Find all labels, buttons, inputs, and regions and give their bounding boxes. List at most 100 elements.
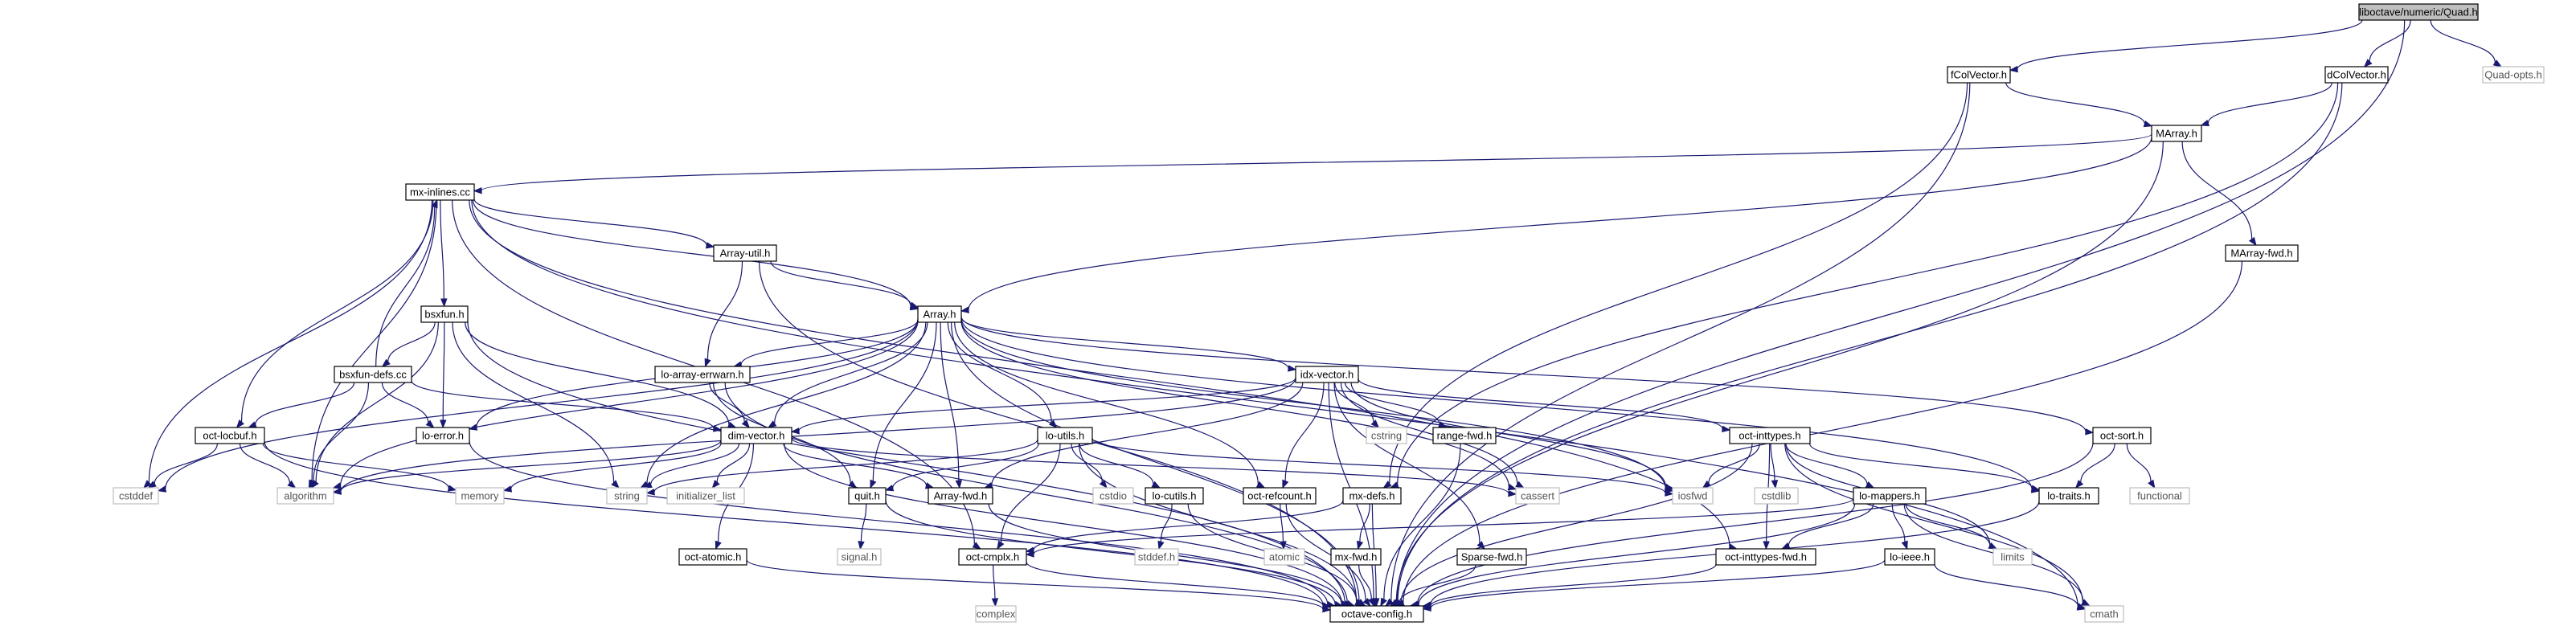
edge-loutils-to-locutils (1079, 443, 1161, 489)
node-rangefwd[interactable]: range-fwd.h (1432, 427, 1497, 444)
node-arrayfwd[interactable]: Array-fwd.h (928, 487, 993, 505)
node-loieee[interactable]: lo-ieee.h (1884, 548, 1935, 566)
node-octconfig[interactable]: octave-config.h (1329, 605, 1424, 623)
node-mxdefs[interactable]: mx-defs.h (1342, 487, 1402, 505)
node-cstdio: cstdio (1092, 487, 1134, 505)
edge-octlocbuf-to-cstddef (147, 443, 218, 489)
edge-arrayutil-to-errwarn (704, 260, 743, 368)
node-lomappers[interactable]: lo-mappers.h (1853, 487, 1927, 505)
edge-dimvec-to-octconfig (784, 443, 1350, 608)
edge-dimvec-to-arrayfwd (783, 443, 935, 489)
node-sparsefwd[interactable]: Sparse-fwd.h (1456, 548, 1527, 566)
edge-octrefcount-to-octconfig (1285, 503, 1371, 608)
node-locutils[interactable]: lo-cutils.h (1145, 487, 1204, 505)
edge-array-to-cstddef (157, 319, 919, 493)
edge-marray-to-mxinl (473, 133, 2152, 194)
node-label-marray: MArray.h (2156, 128, 2197, 140)
node-functional: functional (2129, 487, 2190, 505)
edge-octlocbuf-to-algorithm (239, 443, 297, 489)
node-marrayfwd[interactable]: MArray-fwd.h (2225, 244, 2299, 262)
edge-array-to-algorithm (332, 320, 919, 489)
edge-idxvec-to-octrefcount (1282, 382, 1325, 489)
node-quad[interactable]: liboctave/numeric/Quad.h (2358, 3, 2479, 21)
node-cstddef: cstddef (113, 487, 159, 505)
node-label-cstdlib: cstdlib (1762, 490, 1792, 502)
node-fcol[interactable]: fColVector.h (1947, 66, 2011, 84)
node-iosfwd: iosfwd (1672, 487, 1714, 505)
node-loutils[interactable]: lo-utils.h (1037, 427, 1093, 444)
node-octinttypesfwd[interactable]: oct-inttypes-fwd.h (1715, 548, 1816, 566)
edge-idxvec-to-algorithm (332, 378, 1296, 495)
edge-quad-to-dcol (2363, 19, 2411, 68)
edge-lomappers-to-octinttypesfwd (1781, 503, 1874, 550)
node-octlocbuf[interactable]: oct-locbuf.h (195, 427, 265, 444)
node-octatomic[interactable]: oct-atomic.h (678, 548, 747, 566)
node-label-octinttypesfwd: oct-inttypes-fwd.h (1725, 551, 1807, 563)
node-label-signal: signal.h (842, 551, 878, 563)
edge-rangefwd-to-octconfig (1380, 443, 1461, 608)
node-label-octlocbuf: oct-locbuf.h (203, 430, 256, 442)
node-label-quit: quit.h (854, 490, 880, 502)
edge-octcmplx-to-octconfig (1026, 561, 1332, 610)
edge-dimvec-to-algorithm (332, 440, 722, 495)
node-memory: memory (455, 487, 505, 505)
node-label-octsort: oct-sort.h (2100, 430, 2144, 442)
node-label-quadopts: Quad-opts.h (2484, 69, 2542, 81)
edge-bsxdefs-to-algorithm (309, 382, 370, 489)
edge-array-to-octrefcount (954, 321, 1266, 489)
node-label-mxinl: mx-inlines.cc (410, 186, 471, 198)
edge-lomappers-to-octcmplx (1025, 497, 1854, 558)
node-bsxfun[interactable]: bsxfun.h (420, 305, 469, 323)
edge-dcol-to-octconfig (1390, 82, 2343, 607)
node-label-algorithm: algorithm (284, 490, 326, 502)
edge-array-to-quit (870, 321, 937, 489)
edge-octsort-to-functional (2126, 443, 2156, 489)
node-label-bsxfun: bsxfun.h (424, 309, 464, 321)
node-algorithm: algorithm (276, 487, 334, 505)
node-complex: complex (975, 605, 1017, 623)
node-lotraits[interactable]: lo-traits.h (2038, 487, 2099, 505)
node-octsort[interactable]: oct-sort.h (2092, 427, 2152, 444)
node-mxinl[interactable]: mx-inlines.cc (405, 183, 475, 201)
node-marray[interactable]: MArray.h (2151, 125, 2202, 142)
node-errwarn[interactable]: lo-array-errwarn.h (654, 366, 751, 383)
node-label-rangefwd: range-fwd.h (1437, 430, 1493, 442)
node-arrayutil[interactable]: Array-util.h (713, 244, 777, 262)
edge-octinttypesfwd-to-octconfig (1422, 563, 1717, 610)
edge-octinttypes-to-lotraits (1809, 443, 2041, 492)
node-bsxdefs[interactable]: bsxfun-defs.cc (334, 366, 412, 383)
edge-idxvec-to-cstring (1334, 382, 1380, 428)
node-label-errwarn: lo-array-errwarn.h (661, 369, 743, 381)
node-mxfwd[interactable]: mx-fwd.h (1330, 548, 1382, 566)
node-limits: limits (1992, 548, 2033, 566)
edge-fcol-to-marray (2005, 82, 2153, 128)
edge-fcol-to-mxdefs (1382, 82, 1968, 489)
edge-bsxdefs-to-octlocbuf (248, 382, 355, 428)
node-cmath: cmath (2084, 605, 2124, 623)
node-label-locutils: lo-cutils.h (1153, 490, 1197, 502)
node-dimvec[interactable]: dim-vector.h (720, 427, 792, 444)
edge-loieee-to-cmath (1934, 563, 2087, 610)
node-array[interactable]: Array.h (917, 305, 962, 323)
node-label-octrefcount: oct-refcount.h (1247, 490, 1312, 502)
edge-idxvec-to-arrayfwd (983, 382, 1304, 489)
node-octinttypes[interactable]: oct-inttypes.h (1729, 427, 1811, 444)
node-label-loutils: lo-utils.h (1046, 430, 1084, 442)
node-dcol[interactable]: dColVector.h (2324, 66, 2389, 84)
edge-dimvec-to-initlist (711, 443, 751, 489)
edge-loutils-to-string (645, 439, 1038, 496)
node-label-complex: complex (977, 608, 1016, 620)
node-idxvec[interactable]: idx-vector.h (1295, 366, 1359, 383)
edge-array-to-idxvec (960, 317, 1297, 372)
edge-loutils-to-iosfwd (1091, 438, 1674, 497)
node-octrefcount[interactable]: oct-refcount.h (1243, 487, 1317, 505)
edge-loutils-to-octcmplx (997, 443, 1061, 550)
node-quit[interactable]: quit.h (848, 487, 887, 505)
node-loerror[interactable]: lo-error.h (416, 427, 470, 444)
edge-array-to-lotraits (960, 317, 2041, 493)
node-label-limits: limits (2001, 551, 2025, 563)
edge-dimvec-to-string (643, 443, 740, 489)
node-octcmplx[interactable]: oct-cmplx.h (958, 548, 1027, 566)
edge-mxinl-to-cstddef (143, 199, 433, 489)
